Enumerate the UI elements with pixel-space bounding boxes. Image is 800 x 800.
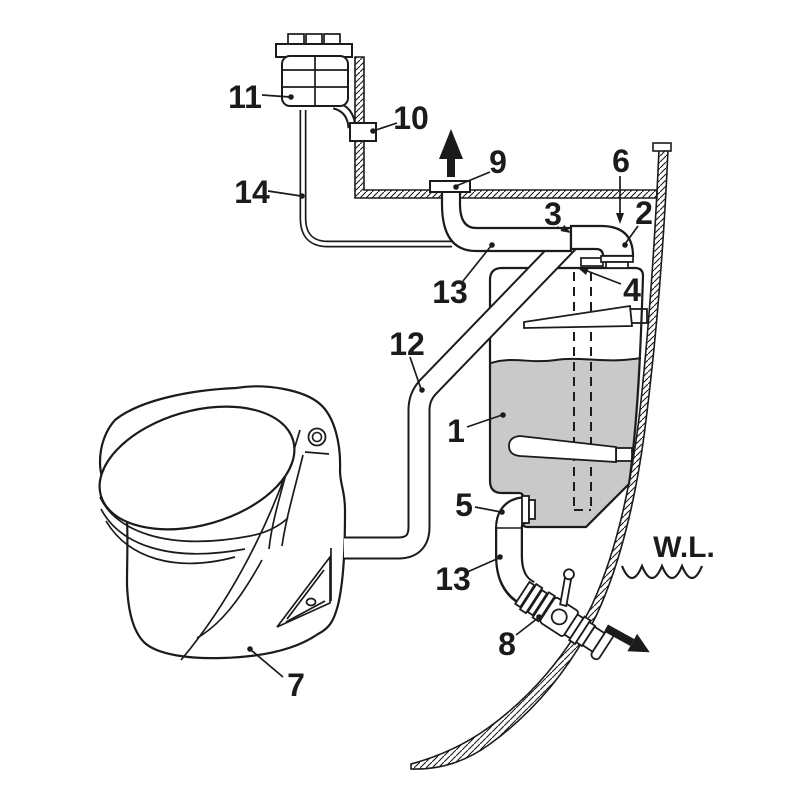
toilet-lid [98, 405, 296, 531]
tank-inlet-flange [580, 257, 604, 267]
liquid-surface [490, 357, 642, 364]
toilet-seat-rim [99, 496, 289, 565]
overboard-discharge-arrow [604, 624, 650, 653]
tank-outline [488, 266, 645, 529]
callout-leaders [250, 94, 639, 678]
water-line-label: W.L. [653, 531, 715, 564]
deck-pumpout-fitting [429, 180, 471, 193]
tank-lower-sensor-tube [508, 435, 633, 463]
callout-4: 4 [623, 272, 641, 308]
seacock-assembly [513, 568, 615, 661]
toilet [98, 385, 347, 661]
callout-6: 6 [612, 143, 630, 179]
callout-3: 3 [544, 196, 562, 232]
callout-8: 8 [498, 626, 516, 662]
dip-tube-dashed [573, 272, 592, 511]
vent-hose [299, 110, 452, 248]
dip-tube-fitting-flange [600, 255, 634, 263]
callout-5: 5 [455, 487, 473, 523]
tank-top-elbow [569, 224, 635, 269]
pumpout-direction-arrow [439, 129, 463, 177]
callout-2: 2 [635, 195, 653, 231]
holding-tank [488, 266, 648, 529]
vent-through-hull-fitting [349, 122, 377, 142]
callout-14: 14 [234, 174, 270, 210]
water-line-waves [620, 563, 704, 580]
callout-13-lower: 13 [435, 561, 471, 597]
valve-handle-knob [563, 568, 575, 581]
flush-button-inner [311, 431, 323, 443]
callout-7: 7 [287, 667, 305, 703]
callout-1: 1 [447, 413, 465, 449]
vent-filter [275, 33, 377, 142]
toilet-triangle-vent [276, 554, 331, 628]
valve-pivot [550, 608, 568, 626]
callout-labels: 11 10 14 9 6 2 3 13 4 12 1 5 13 8 7 W.L. [228, 79, 715, 703]
callout-leader-dots [247, 94, 628, 652]
hull [410, 142, 672, 770]
toilet-discharge-hose [344, 233, 578, 560]
callout-12: 12 [389, 326, 425, 362]
callout-9: 9 [489, 144, 507, 180]
callout-10: 10 [393, 100, 429, 136]
hull-top-cap [652, 142, 672, 152]
callout-13-upper: 13 [432, 274, 468, 310]
callout-11: 11 [228, 79, 262, 115]
